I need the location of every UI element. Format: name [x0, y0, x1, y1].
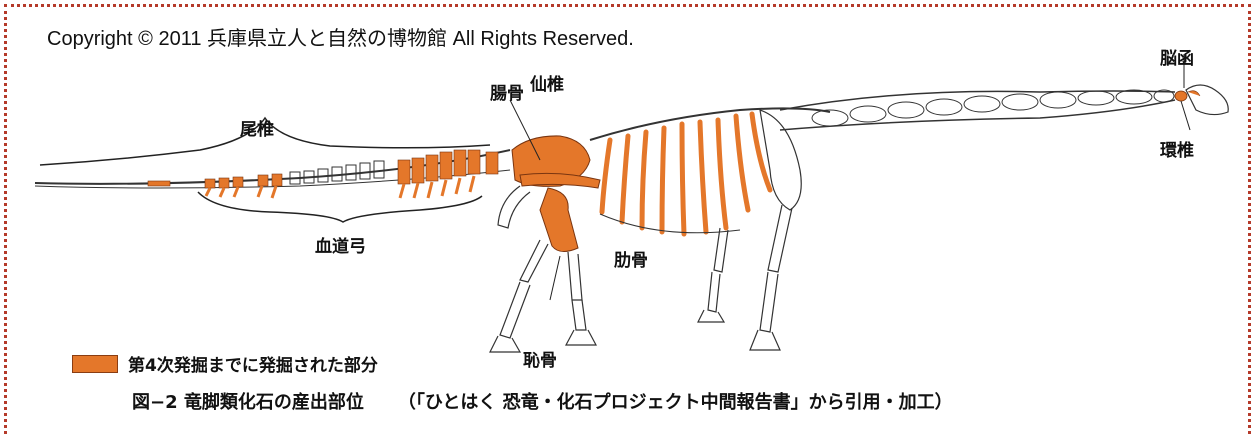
- caption-title: 図−2 竜脚類化石の産出部位: [132, 392, 364, 413]
- skull: [1186, 85, 1228, 115]
- tail-vertebrae-outline: [290, 161, 384, 184]
- label-tail-vertebrae: 尾椎: [240, 115, 274, 140]
- label-braincase: 脳函: [1160, 44, 1194, 69]
- label-ilium: 腸骨: [490, 79, 524, 104]
- front-legs: [698, 205, 792, 350]
- hind-legs: [490, 240, 596, 352]
- pubis: [540, 188, 578, 252]
- scapula: [760, 110, 801, 210]
- caption-source: （「ひとはく 恐竜・化石プロジェクト中間報告書」から引用・加工）: [398, 392, 953, 413]
- legend-text: 第4次発掘までに発掘された部分: [128, 351, 378, 376]
- label-pubis: 恥骨: [523, 346, 557, 371]
- chevron-bracket: [198, 192, 482, 222]
- atlas-bone: [1175, 91, 1187, 101]
- legend-swatch: [72, 355, 118, 373]
- label-ribs: 肋骨: [614, 246, 648, 271]
- legend: 第4次発掘までに発掘された部分: [72, 351, 378, 376]
- cervical-vertebrae: [812, 90, 1174, 126]
- label-sacral-vertebrae: 仙椎: [530, 70, 564, 95]
- neck-lower: [780, 100, 1175, 130]
- ribs: [602, 114, 770, 234]
- figure-caption: 図−2 竜脚類化石の産出部位 （「ひとはく 恐竜・化石プロジェクト中間報告書」から…: [132, 388, 953, 414]
- label-atlas: 環椎: [1160, 136, 1194, 161]
- label-chevrons: 血道弓: [315, 232, 366, 257]
- neck-upper: [780, 91, 1175, 110]
